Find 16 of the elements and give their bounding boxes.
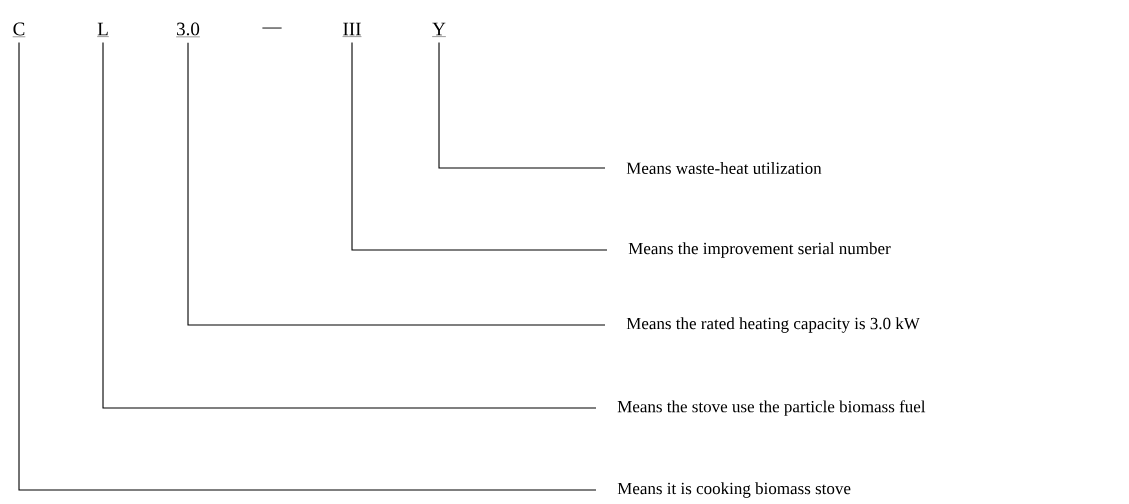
separator-dash: —: [262, 27, 282, 29]
code-letter: C: [12, 22, 26, 37]
meaning-text: Means the rated heating capacity is 3.0 kW: [626, 317, 920, 333]
meaning-text: Means waste-heat utilization: [626, 162, 822, 174]
leader-line: [187, 42, 606, 326]
code-letter: Y: [431, 22, 447, 37]
code-letter: III: [342, 22, 362, 37]
meaning-text: Means it is cooking biomass stove: [617, 482, 851, 498]
leader-line: [351, 41, 608, 251]
leader-line: [18, 42, 597, 491]
meaning-text: Means the stove use the particle biomass fuel: [617, 400, 926, 416]
leader-line: [102, 41, 597, 409]
meaning-text: Means the improvement serial number: [628, 242, 891, 258]
code-letter: L: [97, 22, 109, 37]
leader-line: [438, 41, 606, 169]
code-letter: 3.0: [175, 22, 201, 38]
